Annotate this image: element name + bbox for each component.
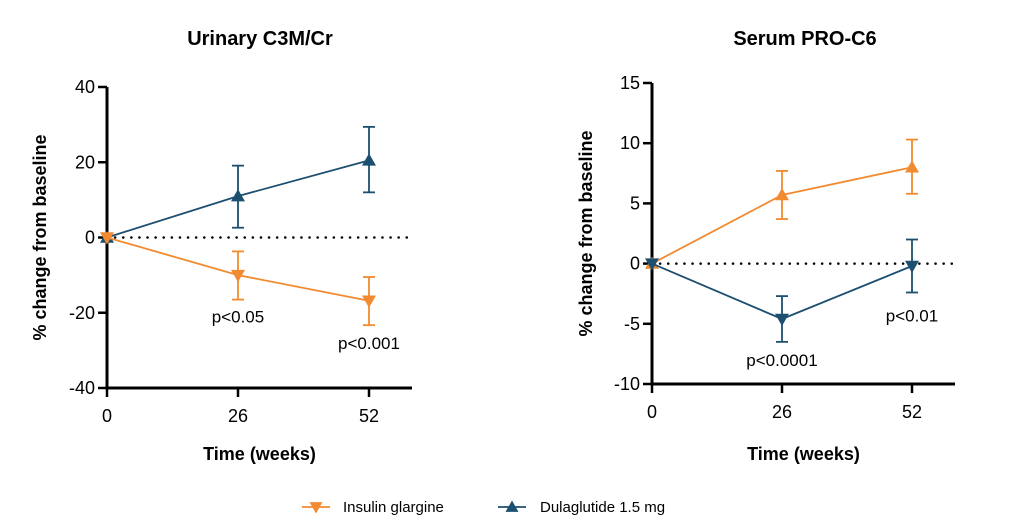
y-tick-label: 15	[620, 73, 640, 93]
x-tick-label: 26	[228, 406, 248, 426]
data-point-marker	[775, 187, 789, 201]
chart-title: Serum PRO-C6	[733, 28, 876, 50]
y-tick-label: 0	[630, 254, 640, 274]
data-point-marker	[905, 160, 919, 173]
p-value-annotation: p<0.05	[212, 308, 264, 327]
y-tick-label: 0	[85, 228, 95, 248]
y-tick-label: -20	[69, 303, 95, 323]
y-tick-label: -5	[624, 314, 640, 334]
data-point-marker	[645, 258, 659, 271]
p-value-annotation: p<0.01	[886, 306, 938, 325]
data-point-marker	[362, 295, 376, 308]
legend-item: Insulin glargine	[302, 499, 444, 516]
x-tick-label: 52	[902, 402, 922, 422]
p-value-annotation: p<0.001	[338, 334, 400, 353]
data-point-marker	[362, 153, 376, 166]
x-tick-label: 26	[772, 402, 792, 422]
y-tick-label: 40	[75, 77, 95, 97]
x-axis-label: Time (weeks)	[747, 444, 860, 464]
x-tick-label: 52	[359, 406, 379, 426]
legend-label: Insulin glargine	[343, 499, 444, 516]
legend-marker-icon	[309, 502, 323, 514]
legend-marker-icon	[505, 500, 519, 512]
x-tick-label: 0	[102, 406, 112, 426]
data-point-marker	[100, 232, 114, 245]
data-point-marker	[905, 260, 919, 274]
y-tick-label: 5	[630, 193, 640, 213]
data-point-marker	[231, 269, 245, 283]
p-value-annotation: p<0.0001	[746, 351, 817, 370]
chart-title: Urinary C3M/Cr	[187, 28, 333, 50]
series-dulaglutide-1-5-mg	[100, 125, 376, 243]
data-point-marker	[231, 189, 245, 202]
legend-item: Dulaglutide 1.5 mg	[498, 499, 665, 516]
series-insulin-glargine	[100, 232, 376, 327]
y-axis-label: % change from baseline	[30, 134, 50, 340]
data-point-marker	[775, 313, 789, 326]
y-tick-label: 20	[75, 152, 95, 172]
x-tick-label: 0	[647, 402, 657, 422]
y-axis-label: % change from baseline	[576, 130, 596, 336]
series-insulin-glargine	[645, 138, 919, 269]
y-tick-label: -10	[614, 374, 640, 394]
y-tick-label: 10	[620, 133, 640, 153]
legend: Insulin glargine Dulaglutide 1.5 mg	[302, 499, 665, 516]
y-tick-label: -40	[69, 378, 95, 398]
legend-label: Dulaglutide 1.5 mg	[540, 499, 665, 516]
series-dulaglutide-1-5-mg	[645, 238, 919, 343]
x-axis-label: Time (weeks)	[203, 444, 316, 464]
